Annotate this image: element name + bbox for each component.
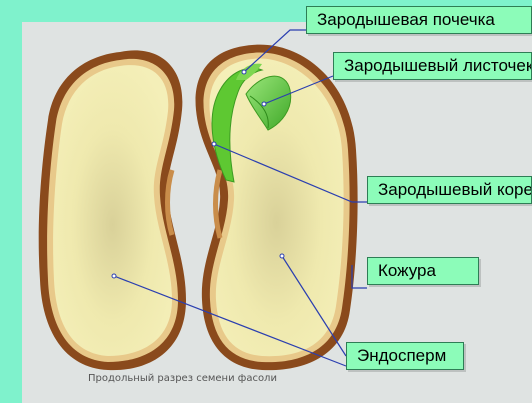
pointer-dot-endo-right bbox=[280, 254, 284, 258]
right-hilum bbox=[216, 170, 221, 238]
pointer-dot-stalk bbox=[212, 142, 216, 146]
label-embryo-leaf: Зародышевый листочек bbox=[333, 52, 532, 80]
diagram-caption: Продольный разрез семени фасоли bbox=[88, 373, 277, 384]
pointer-dot-bud bbox=[242, 70, 246, 74]
pointer-dot-endo-left bbox=[112, 274, 116, 278]
label-embryo-root: Зародышевый корешок bbox=[367, 176, 532, 204]
left-cotyledon bbox=[39, 50, 186, 370]
left-endosperm bbox=[53, 65, 172, 356]
label-endosperm: Эндосперм bbox=[346, 342, 464, 370]
pointer-dot-leaf bbox=[262, 102, 266, 106]
label-embryo-bud: Зародышевая почечка bbox=[306, 6, 532, 34]
label-seed-coat: Кожура bbox=[367, 257, 479, 285]
left-hilum bbox=[168, 170, 173, 235]
